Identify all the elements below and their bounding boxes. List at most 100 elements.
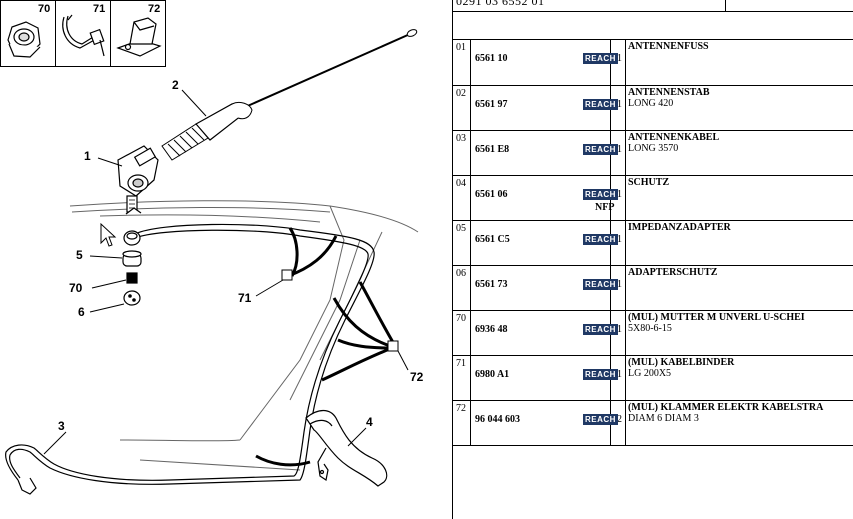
row-reference-cell: 6561 C5 REACH [470,219,618,266]
position-number: 05 [456,222,466,234]
reference-number: 0291 03 6552 01 [456,0,545,8]
icon-box-70[interactable]: 70 [0,0,56,67]
part-description: IMPEDANZADAPTER [628,221,731,233]
row-position: 71 [453,354,471,401]
row-description: SCHUTZ [625,174,853,221]
reach-badge[interactable]: REACH [583,53,618,64]
reach-badge[interactable]: REACH [583,368,618,380]
icon-box-72[interactable]: 72 [110,0,166,67]
callout-6: 6 [78,305,85,319]
row-reference-cell: 6561 E8 REACH [470,129,618,176]
part-reference[interactable]: 6980 A1 [475,368,510,380]
antenna-cable-route [5,223,375,495]
mouse-cursor-icon [100,222,117,247]
part-reference[interactable]: 6561 E8 [475,143,510,155]
callout-3: 3 [58,419,65,433]
part-reference[interactable]: 6561 06 [475,188,508,200]
part-description: (MUL) KABELBINDER [628,356,735,368]
callout-1: 1 [84,149,91,163]
part-spec: LG 200X5 [628,367,672,379]
reach-badge[interactable]: REACH [583,323,618,335]
position-number: 71 [456,357,466,369]
position-number: 01 [456,42,466,53]
position-number: 06 [456,267,466,279]
row-position: 01 [453,40,471,86]
part-reference[interactable]: 6936 48 [475,323,508,335]
part-reference[interactable]: 6561 10 [475,53,508,64]
row-description: IMPEDANZADAPTER [625,219,853,266]
row-position: 72 [453,399,471,446]
row-reference-cell: 96 044 603 REACH [470,399,618,446]
antenna-mast [161,29,418,161]
clip-straps [255,227,396,467]
row-position: 04 [453,174,471,221]
part-reference[interactable]: 6561 97 [475,98,508,110]
part-description: SCHUTZ [628,176,670,188]
part-description: (MUL) KLAMMER ELEKTR KABELSTRA [628,401,824,413]
row-position: 05 [453,219,471,266]
icon-box-70-number: 70 [38,3,50,15]
header-separator [725,0,726,11]
protector-part [305,409,388,487]
reach-badge[interactable]: REACH [583,188,618,200]
nut-icon [7,21,41,58]
reference-header-bar: 0291 03 6552 01 [453,0,853,12]
callout-5: 5 [76,248,83,262]
position-number: 02 [456,87,466,99]
position-number: 72 [456,402,466,414]
exploded-parts-diagram: 70 71 72 [0,0,424,495]
part-spec: DIAM 6 DIAM 3 [628,412,699,424]
callout-2: 2 [172,78,179,92]
callout-4: 4 [366,415,373,429]
part-description: ANTENNENSTAB [628,86,710,98]
row-reference-cell: 6561 10 REACH [470,40,618,86]
row-reference-cell: 6561 97 REACH [470,84,618,131]
icon-box-72-number: 72 [148,3,160,15]
row-description: ANTENNENFUSS [625,40,853,86]
icon-box-71[interactable]: 71 [55,0,111,67]
reach-badge[interactable]: REACH [583,98,618,110]
position-number: 70 [456,312,466,324]
reach-badge[interactable]: REACH [583,413,618,425]
row-reference-cell: 6980 A1 REACH [470,354,618,401]
callout-70: 70 [69,281,83,295]
part-description: ANTENNENFUSS [628,41,709,52]
part-reference[interactable]: 6561 C5 [475,233,510,245]
reach-badge[interactable]: REACH [583,278,618,290]
clip-marker-71 [281,269,293,281]
part-reference[interactable]: 96 044 603 [475,413,520,425]
reach-badge[interactable]: REACH [583,233,618,245]
cable-tie-icon [62,14,105,57]
part-description: (MUL) MUTTER M UNVERL U-SCHEI [628,311,805,323]
clip-marker-72 [387,340,399,352]
part-spec: 5X80-6-15 [628,322,672,334]
callout-72: 72 [410,370,424,384]
leader-lines [43,89,409,455]
row-reference-cell: 6936 48 REACH [470,309,618,356]
row-position: 03 [453,129,471,176]
reach-badge[interactable]: REACH [583,143,618,155]
cable-clip-icon [116,17,162,57]
part-description: ANTENNENKABEL [628,131,720,143]
part-description: ADAPTERSCHUTZ [628,266,718,278]
row-position: 70 [453,309,471,356]
part-reference[interactable]: 6561 73 [475,278,508,290]
mount-stack [122,195,142,306]
